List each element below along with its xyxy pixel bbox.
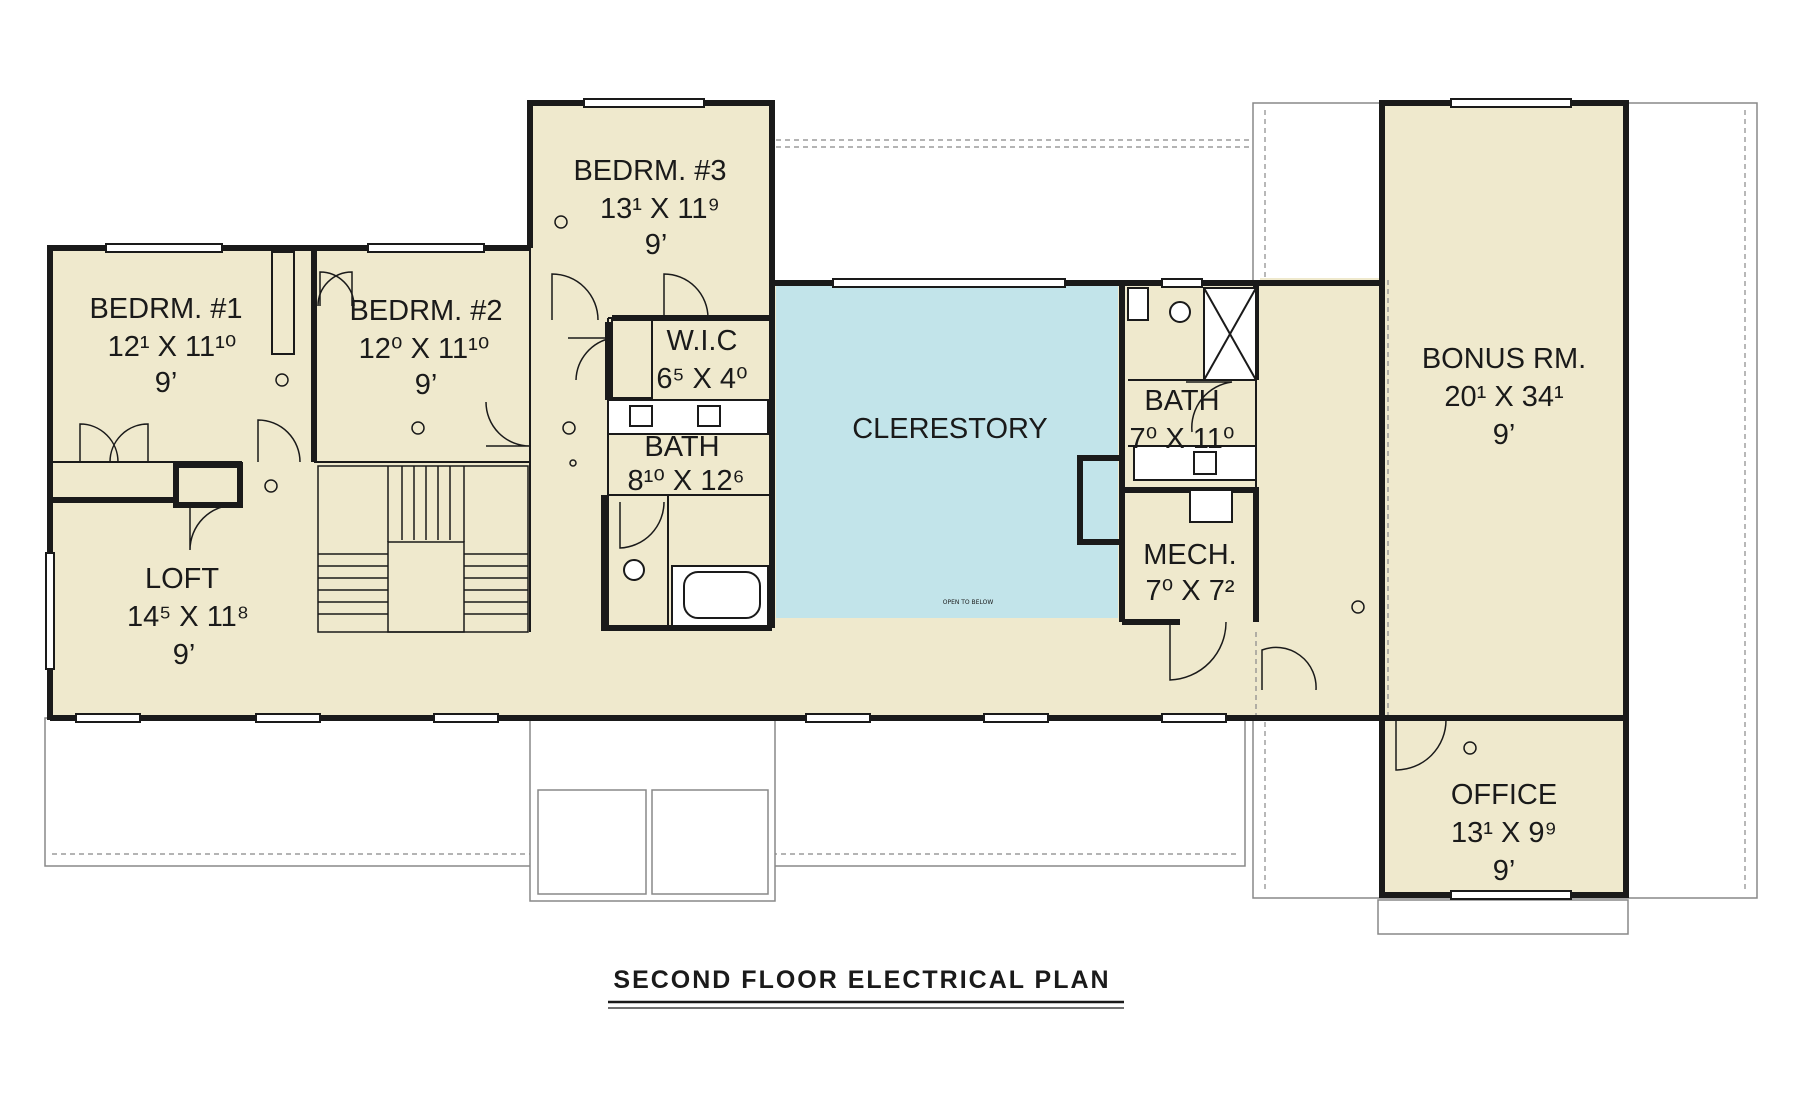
bedroom1-dims: 12¹ X 11¹⁰ [108,331,237,363]
doors [79,271,1447,771]
bedroom3-ceiling: 9’ [645,229,668,261]
windows [45,98,1572,900]
bedroom3-name: BEDRM. #3 [573,155,726,187]
bath2-name: BATH [1144,385,1219,417]
loft-name: LOFT [145,563,219,595]
porch-outlines [44,102,1758,935]
bedroom1-name: BEDRM. #1 [89,293,242,325]
outlet-hall-2 [569,459,577,467]
electrical-symbols [264,215,1477,755]
mech-dims: 7⁰ X 7² [1146,575,1235,607]
clerestory-fill [776,286,1118,618]
bedroom1-ceiling: 9’ [155,367,178,399]
bonus-name: BONUS RM. [1422,343,1586,375]
outlet-bedroom1 [275,373,289,387]
outlet-hall [562,421,576,435]
fixtures [607,287,1257,627]
bath1-name: BATH [644,431,719,463]
wic-dims: 6⁵ X 4⁰ [656,363,747,395]
bonus-ceiling: 9’ [1493,419,1516,451]
bath1-dims: 8¹⁰ X 12⁶ [627,465,744,497]
bedroom2-ceiling: 9’ [415,369,438,401]
outlet-bonus [1351,600,1365,614]
stairs [317,465,529,633]
office-name: OFFICE [1451,779,1557,811]
plan-title: SECOND FLOOR ELECTRICAL PLAN [613,966,1110,994]
office-ceiling: 9’ [1493,855,1516,887]
bedroom2-dims: 12⁰ X 11¹⁰ [359,333,490,365]
outlet-loft [264,479,278,493]
bedroom3-dims: 13¹ X 11⁹ [600,193,720,225]
bonus-dims: 20¹ X 34¹ [1444,381,1564,413]
plan-title-group: SECOND FLOOR ELECTRICAL PLAN [608,966,1124,1009]
mech-name: MECH. [1143,539,1236,571]
outlet-office [1463,741,1477,755]
loft-dims: 14⁵ X 11⁸ [127,601,249,633]
bedroom2-name: BEDRM. #2 [349,295,502,327]
wic-name: W.I.C [667,325,738,357]
clerestory-note: OPEN TO BELOW [943,599,994,606]
loft-ceiling: 9’ [173,639,196,671]
clerestory-name: CLERESTORY [852,413,1048,445]
room-labels: BEDRM. #1 12¹ X 11¹⁰ 9’ BEDRM. #2 12⁰ X … [89,155,1586,887]
outlet-bedroom2 [411,421,425,435]
bath2-dims: 7⁰ X 11⁰ [1130,423,1235,455]
outlet-bedroom3 [554,215,568,229]
office-dims: 13¹ X 9⁹ [1451,817,1557,849]
room-fills [50,103,1626,892]
